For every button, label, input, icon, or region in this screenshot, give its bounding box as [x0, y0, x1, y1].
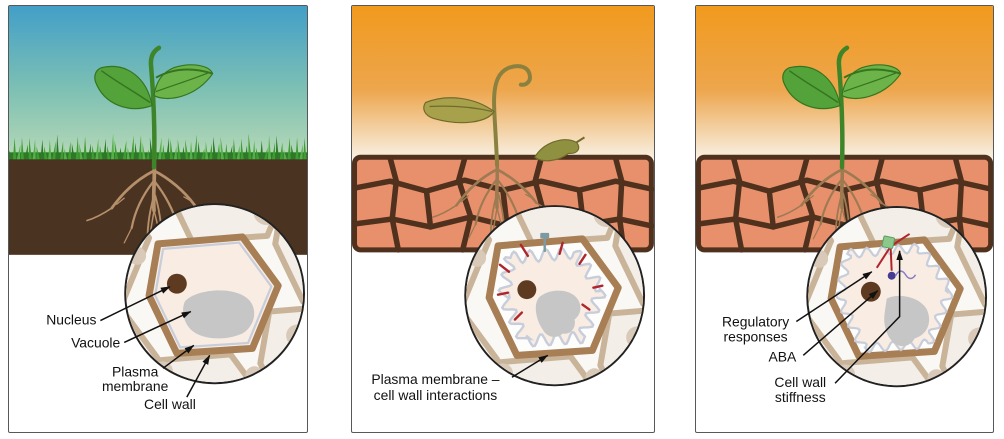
labels: Regulatory responses ABA Cell wall stiff… — [722, 250, 903, 405]
cell-wall-label: Cell wall — [144, 396, 196, 412]
panel-drought-acclimated: Regulatory responses ABA Cell wall stiff… — [695, 5, 994, 433]
drooping-leaf-midrib — [429, 105, 493, 113]
labels: Nucleus Vacuole Plasma membrane Cell wal… — [46, 286, 211, 412]
stem — [492, 64, 532, 168]
fallen-leaf-stem — [575, 136, 585, 144]
mechanosensor-pin-icon — [540, 232, 550, 252]
cell-wall-stiffness-label-2: stiffness — [775, 389, 826, 405]
pm-cw-label-1: Plasma membrane – — [371, 371, 499, 387]
plasma-membrane-arrow — [162, 344, 195, 369]
left-leaf — [94, 65, 153, 110]
labels: Plasma membrane – cell wall interactions — [371, 354, 549, 403]
vacuole-arrow — [123, 310, 192, 344]
plasma-membrane-label-2: membrane — [102, 378, 169, 394]
regulatory-arrow — [795, 271, 873, 323]
stem — [836, 45, 850, 170]
nucleus-arrow — [100, 286, 171, 322]
vacuole-label: Vacuole — [71, 334, 120, 350]
grass — [9, 133, 307, 160]
pm-cw-arrow — [511, 354, 549, 378]
left-leaf-midrib — [788, 70, 839, 104]
signal-lines — [875, 233, 911, 271]
sky — [352, 6, 654, 159]
wilted-seedling — [423, 64, 585, 168]
cell-wall-arrow — [186, 354, 211, 398]
nucleus — [860, 281, 881, 302]
seedling — [782, 45, 902, 170]
fallen-leaf — [534, 139, 580, 162]
right-leaf-midrib — [155, 72, 209, 93]
membrane-wall-tethers — [496, 241, 604, 331]
left-leaf — [782, 65, 841, 110]
aba-molecule-icon — [887, 271, 896, 280]
seedling — [94, 45, 214, 170]
left-leaf-midrib — [100, 70, 151, 104]
regulatory-label-2: responses — [724, 328, 788, 344]
stem — [148, 45, 162, 170]
plasma-membrane — [153, 241, 273, 349]
vacuole — [183, 290, 255, 339]
aba-label: ABA — [769, 348, 798, 364]
nucleus-label: Nucleus — [46, 311, 96, 327]
drooping-leaf — [423, 97, 495, 124]
cell-wall-stiffness-arrow — [834, 250, 903, 384]
regulatory-label-1: Regulatory — [722, 313, 789, 329]
sensor-icon — [881, 235, 896, 250]
panel-well-watered: Nucleus Vacuole Plasma membrane Cell wal… — [8, 5, 308, 433]
cell-wall-stiffness-label-1: Cell wall — [774, 374, 826, 390]
vacuole — [535, 290, 581, 337]
plasma-membrane-label-1: Plasma — [112, 363, 159, 379]
vacuole — [884, 295, 930, 347]
aba-squiggle-icon — [894, 270, 917, 280]
pm-cw-label-2: cell wall interactions — [374, 387, 498, 403]
panel-drought-wilted: Plasma membrane – cell wall interactions — [351, 5, 655, 433]
aba-arrow — [802, 290, 879, 356]
nucleus — [166, 273, 187, 294]
nucleus — [517, 280, 537, 300]
right-leaf-midrib — [843, 72, 897, 93]
